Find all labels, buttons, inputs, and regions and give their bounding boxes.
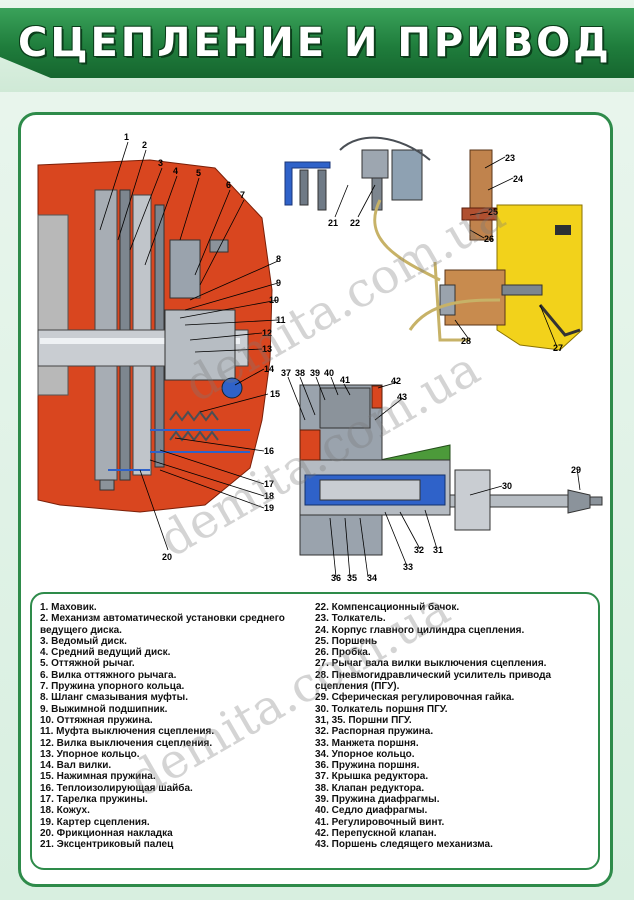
legend-item: 4. Средний ведущий диск.	[40, 647, 171, 659]
legend-item: 11. Муфта выключения сцепления.	[40, 726, 215, 738]
callout-6: 6	[226, 180, 231, 190]
callout-42: 42	[391, 376, 401, 386]
legend-item: 2. Механизм автоматической установки сре…	[40, 613, 285, 636]
legend-item: 16. Теплоизолирующая шайба.	[40, 782, 193, 794]
legend-item: 36. Пружина поршня.	[315, 760, 420, 772]
legend-item: 37. Крышка редуктора.	[315, 771, 429, 783]
callout-7: 7	[240, 190, 245, 200]
legend-item: 10. Оттяжная пружина.	[40, 714, 153, 726]
legend-item: 30. Толкатель поршня ПГУ.	[315, 703, 448, 715]
callout-9: 9	[276, 278, 281, 288]
callout-13: 13	[262, 344, 272, 354]
callout-16: 16	[264, 446, 274, 456]
callout-8: 8	[276, 254, 281, 264]
page-title: СЦЕПЛЕНИЕ И ПРИВОД	[18, 20, 612, 66]
legend-item: 12. Вилка выключения сцепления.	[40, 737, 213, 749]
legend-item: 31, 35. Поршни ПГУ.	[315, 714, 412, 726]
callout-numbers: 1 2 3 4 5 6 7 8 9 10 11 12 13 14 15 16 1…	[124, 132, 581, 583]
callout-39: 39	[310, 368, 320, 378]
legend-item: 43. Поршень следящего механизма.	[315, 839, 493, 851]
callout-20: 20	[162, 552, 172, 562]
legend-item: 27. Рычаг вала вилки выключения сцеплени…	[315, 658, 547, 670]
legend-item: 3. Ведомый диск.	[40, 635, 127, 647]
callout-23: 23	[505, 153, 515, 163]
callout-15: 15	[270, 389, 280, 399]
pgu-cross-section	[299, 384, 603, 556]
callout-24: 24	[513, 174, 523, 184]
callout-leaders	[99, 141, 581, 578]
legend-item: 32. Распорная пружина.	[315, 726, 434, 738]
clutch-cross-section	[37, 159, 273, 513]
legend-item: 8. Шланг смазывания муфты.	[40, 692, 188, 704]
legend-item: 9. Выжимной подшипник.	[40, 703, 168, 715]
callout-28: 28	[461, 336, 471, 346]
header-band	[0, 8, 634, 78]
legend-item: 41. Регулировочный винт.	[315, 816, 445, 828]
legend-item: 38. Клапан редуктора.	[315, 782, 425, 794]
callout-29: 29	[571, 465, 581, 475]
legend-item: 17. Тарелка пружины.	[40, 794, 148, 806]
legend-item: 13. Упорное кольцо.	[40, 748, 140, 760]
legend-right-column: 22. Компенсационный бачок. 23. Толкатель…	[315, 602, 595, 851]
callout-33: 33	[403, 562, 413, 572]
callout-35: 35	[347, 573, 357, 583]
legend-item: 33. Манжета поршня.	[315, 737, 419, 749]
legend-item: 29. Сферическая регулировочная гайка.	[315, 692, 515, 704]
legend-item: 19. Картер сцепления.	[40, 816, 150, 828]
callout-21: 21	[328, 218, 338, 228]
callout-17: 17	[264, 479, 274, 489]
callout-3: 3	[158, 158, 163, 168]
legend-item: 28. Пневмогидравлический усилитель приво…	[315, 669, 552, 693]
callout-4: 4	[173, 166, 178, 176]
legend-item: 22. Компенсационный бачок.	[315, 602, 460, 613]
legend-item: 34. Упорное кольцо.	[315, 748, 415, 760]
legend-item: 6. Вилка оттяжного рычага.	[40, 669, 177, 681]
callout-31: 31	[433, 545, 443, 555]
callout-19: 19	[264, 503, 274, 513]
legend-item: 21. Эксцентриковый палец	[40, 839, 174, 851]
callout-26: 26	[484, 234, 494, 244]
callout-32: 32	[414, 545, 424, 555]
legend-item: 7. Пружина упорного кольца.	[40, 681, 185, 693]
legend-item: 24. Корпус главного цилиндра сцепления.	[315, 624, 525, 636]
callout-10: 10	[269, 295, 279, 305]
drive-linkage	[284, 136, 583, 351]
callout-27: 27	[553, 343, 563, 353]
header: СЦЕПЛЕНИЕ И ПРИВОД	[0, 0, 634, 92]
callout-18: 18	[264, 491, 274, 501]
legend-item: 18. Кожух.	[40, 805, 90, 817]
callout-22: 22	[350, 218, 360, 228]
callout-40: 40	[324, 368, 334, 378]
callout-2: 2	[142, 140, 147, 150]
legend-item: 25. Поршень	[315, 635, 378, 647]
callout-34: 34	[367, 573, 377, 583]
callout-30: 30	[502, 481, 512, 491]
legend-item: 14. Вал вилки.	[40, 760, 112, 772]
callout-1: 1	[124, 132, 129, 142]
legend-item: 15. Нажимная пружина.	[40, 771, 156, 783]
callout-11: 11	[276, 315, 286, 325]
callout-12: 12	[262, 328, 272, 338]
legend-item: 40. Седло диафрагмы.	[315, 805, 428, 817]
callout-36: 36	[331, 573, 341, 583]
legend-item: 39. Пружина диафрагмы.	[315, 794, 440, 806]
legend-box	[30, 592, 600, 870]
legend-item: 1. Маховик.	[40, 602, 97, 613]
callout-41: 41	[340, 375, 350, 385]
legend-item: 23. Толкатель.	[315, 613, 386, 625]
legend-item: 20. Фрикционная накладка	[40, 827, 173, 839]
callout-14: 14	[264, 364, 274, 374]
callout-43: 43	[397, 392, 407, 402]
legend-item: 26. Пробка.	[315, 647, 371, 659]
callout-5: 5	[196, 168, 201, 178]
legend-item: 42. Перепускной клапан.	[315, 827, 437, 839]
callout-38: 38	[295, 368, 305, 378]
legend-item: 5. Оттяжной рычаг.	[40, 658, 135, 670]
legend-left-column: 1. Маховик. 2. Механизм автоматической у…	[40, 602, 305, 851]
callout-37: 37	[281, 368, 291, 378]
callout-25: 25	[488, 207, 498, 217]
